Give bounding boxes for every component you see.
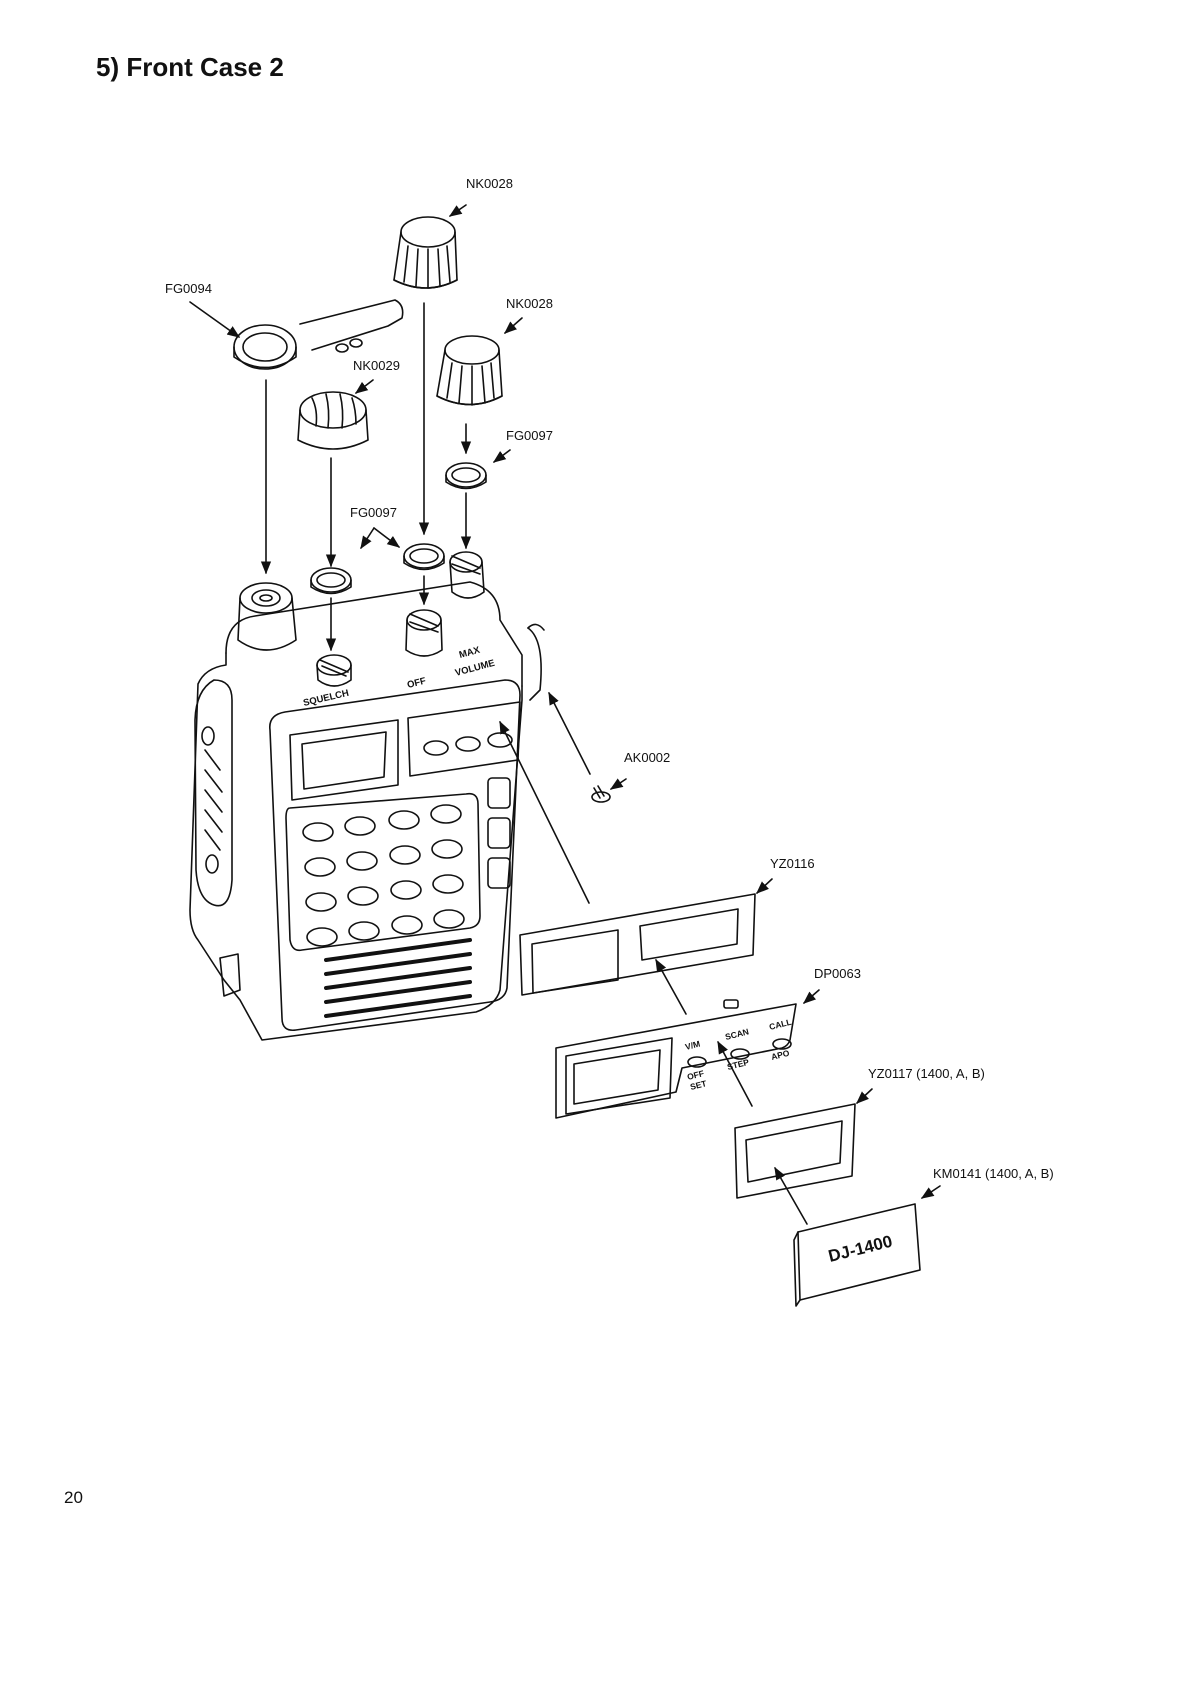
radio-label-off: OFF [406, 676, 427, 691]
label-nk0028-top: NK0028 [466, 176, 513, 191]
page-title: 5) Front Case 2 [96, 52, 284, 82]
knob-nk0029 [297, 391, 369, 450]
label-nk0028-right: NK0028 [506, 296, 553, 311]
page-number: 20 [64, 1488, 83, 1507]
panel-dp0063 [555, 999, 797, 1119]
squelch-shaft [316, 654, 352, 687]
knob-nk0028-right [436, 335, 503, 406]
radio-body [189, 581, 545, 1041]
antenna-connector [237, 582, 297, 651]
screw-ak0002 [591, 785, 611, 803]
label-nk0029: NK0029 [353, 358, 400, 373]
tuning-shaft [449, 551, 485, 599]
ring-fg0097-center [403, 543, 445, 571]
panel-label-off: OFF [686, 1068, 705, 1082]
radio-label-max: MAX [458, 645, 482, 661]
label-fg0097-right: FG0097 [506, 428, 553, 443]
panel-label-vm: V/M [684, 1039, 701, 1052]
label-yz0117: YZ0117 (1400, A, B) [868, 1066, 985, 1081]
ring-fg0097-right [445, 462, 487, 490]
panel-label-scan: SCAN [724, 1026, 750, 1042]
volume-shaft [405, 609, 443, 657]
panel-yz0116 [519, 893, 756, 996]
panel-label-call: CALL [768, 1017, 792, 1032]
badge-text: DJ-1400 [826, 1232, 894, 1266]
label-fg0094: FG0094 [165, 281, 212, 296]
assembly-lines [260, 302, 808, 1225]
panel-label-apo: APO [770, 1048, 791, 1062]
window-yz0117 [734, 1103, 856, 1199]
ring-fg0097-left [310, 567, 352, 595]
label-km0141: KM0141 (1400, A, B) [933, 1166, 1054, 1181]
label-leaders [189, 204, 941, 1199]
label-ak0002: AK0002 [624, 750, 670, 765]
label-dp0063: DP0063 [814, 966, 861, 981]
cap-fg0094 [233, 299, 404, 370]
badge-km0141 [793, 1203, 921, 1307]
panel-label-set: SET [689, 1078, 708, 1092]
label-fg0097-left: FG0097 [350, 505, 397, 520]
knob-nk0028-top [393, 216, 458, 289]
label-yz0116: YZ0116 [770, 856, 815, 871]
